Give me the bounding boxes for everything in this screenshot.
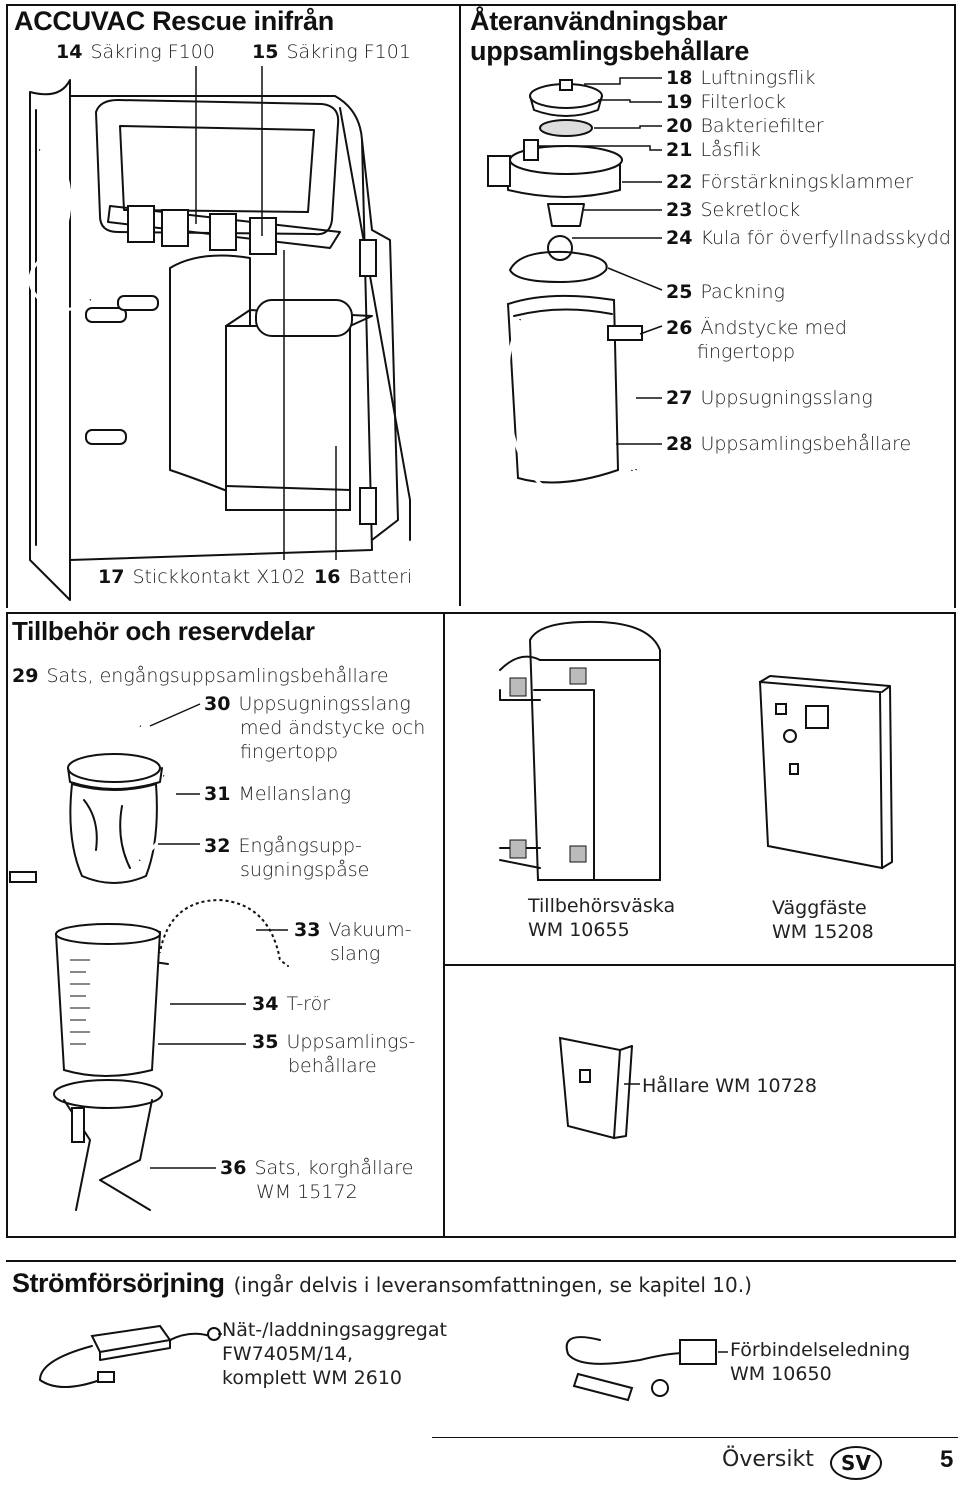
accessories-frame (6, 612, 956, 1238)
bag-label-line1: Tillbehörsväska (528, 895, 676, 917)
label-33-line2: slang (330, 943, 381, 965)
wall-mount-label-line2: WM 15208 (772, 921, 874, 943)
label-30-line2: med ändstycke och (240, 717, 426, 739)
accessories-title: Tillbehör och reservdelar (12, 616, 315, 646)
device-title: ACCUVAC Rescue inifrån (14, 6, 334, 36)
container-title-line2: uppsamlingsbehållare (470, 36, 750, 66)
power-top-rule (6, 1260, 956, 1262)
footer-section-name: Översikt (722, 1447, 814, 1472)
top-frame (6, 4, 956, 608)
cable-label-line2: WM 10650 (730, 1363, 832, 1385)
power-section: Strömförsörjning (ingår delvis i leveran… (12, 1268, 752, 1298)
language-badge: SV (830, 1446, 882, 1480)
footer-rule (432, 1437, 958, 1438)
charger-label-line3: komplett WM 2610 (222, 1367, 402, 1389)
charger-label-line2: FW7405M/14, (222, 1343, 354, 1365)
holder-label: Hållare WM 10728 (642, 1075, 817, 1097)
label-30-line3: fingertopp (240, 741, 339, 763)
container-title-line1: Återanvändningsbar (470, 6, 728, 36)
page-number: 5 (940, 1446, 954, 1473)
wall-mount-label-line1: Väggfäste (772, 897, 867, 919)
charger-label-line1: Nät-/laddningsaggregat (222, 1319, 447, 1341)
label-26-line2: fingertopp (697, 341, 796, 363)
label-36-line2: WM 15172 (256, 1181, 358, 1203)
bag-label-line2: WM 10655 (528, 919, 630, 941)
power-title: Strömförsörjning (12, 1268, 225, 1298)
power-subtitle: (ingår delvis i leveransomfattningen, se… (233, 1273, 752, 1297)
top-divider (459, 4, 461, 606)
accessories-divider-h (443, 964, 954, 966)
cable-label-line1: Förbindelseledning (730, 1339, 911, 1361)
label-35-line2: behållare (288, 1055, 377, 1077)
label-32-line2: sugningspåse (240, 859, 370, 881)
accessories-divider-v (443, 612, 445, 1236)
